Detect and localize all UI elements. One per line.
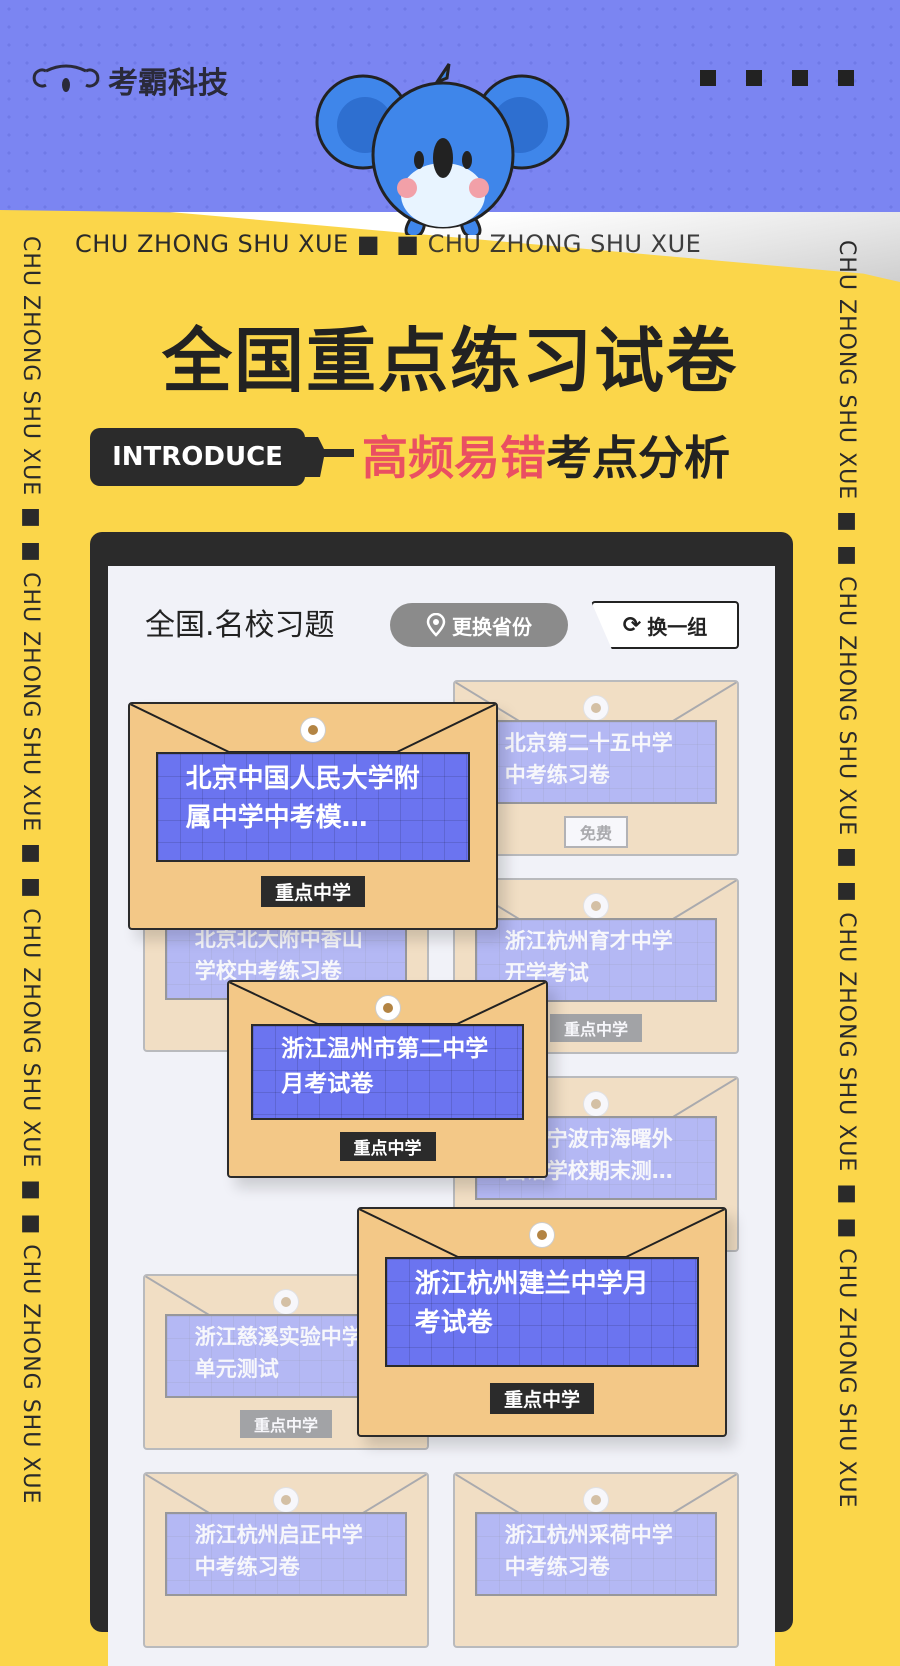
menu-dots[interactable] bbox=[700, 70, 854, 86]
card-title: 浙江杭州育才中学开学考试 bbox=[474, 918, 718, 1002]
exam-card-featured[interactable]: 北京中国人民大学附属中学中考模… 重点中学 bbox=[128, 702, 498, 930]
koala-logo-icon bbox=[32, 64, 100, 92]
refresh-icon: ⟳ bbox=[622, 612, 642, 638]
card-tag: 重点中学 bbox=[239, 1410, 333, 1438]
exam-card-featured[interactable]: 浙江杭州建兰中学月考试卷 重点中学 bbox=[357, 1207, 727, 1437]
card-title: 浙江杭州建兰中学月考试卷 bbox=[384, 1257, 700, 1367]
change-province-button[interactable]: 更换省份 bbox=[390, 603, 568, 647]
exam-card[interactable]: 北京第二十五中学中考练习卷 免费 bbox=[453, 680, 739, 856]
panel-title: 全国.名校习题 bbox=[145, 600, 339, 646]
change-province-label: 更换省份 bbox=[452, 614, 532, 639]
refresh-button[interactable]: ⟳ 换一组 bbox=[591, 601, 739, 649]
exam-card-featured[interactable]: 浙江温州市第二中学月考试卷 重点中学 bbox=[227, 980, 548, 1178]
brand-logo: 考霸科技 bbox=[30, 58, 228, 102]
card-tag: 重点中学 bbox=[489, 1383, 595, 1414]
card-title: 浙江杭州采荷中学中考练习卷 bbox=[474, 1512, 718, 1596]
card-title: 浙江慈溪实验中学单元测试 bbox=[164, 1314, 408, 1398]
subtitle: 高频易错考点分析 bbox=[362, 431, 730, 485]
brand-name: 考霸科技 bbox=[108, 66, 228, 101]
right-vertical-text: CHU ZHONG SHU XUE ■ ■ CHU ZHONG SHU XUE … bbox=[834, 240, 859, 1509]
page-title: 全国重点练习试卷 bbox=[162, 320, 738, 402]
refresh-label: 换一组 bbox=[647, 614, 708, 639]
introduce-badge: INTRODUCE bbox=[90, 428, 305, 486]
left-vertical-text: CHU ZHONG SHU XUE ■ ■ CHU ZHONG SHU XUE … bbox=[18, 236, 43, 1505]
pointing-hand-icon bbox=[296, 437, 354, 477]
exam-panel: 全国.名校习题 更换省份 ⟳ 换一组 北京第二十五中学中考练习卷 免费 北京北大… bbox=[108, 566, 775, 1666]
card-title: 北京第二十五中学中考练习卷 bbox=[474, 720, 718, 804]
card-title: 北京中国人民大学附属中学中考模… bbox=[155, 752, 471, 862]
koala-mascot-icon bbox=[315, 63, 570, 235]
card-tag: 免费 bbox=[563, 816, 629, 848]
exam-card[interactable]: 浙江杭州采荷中学中考练习卷 bbox=[453, 1472, 739, 1648]
band-text: CHU ZHONG SHU XUE ■ ■ CHU ZHONG SHU XUE bbox=[75, 230, 702, 258]
card-title: 浙江杭州启正中学中考练习卷 bbox=[164, 1512, 408, 1596]
card-title: 浙江温州市第二中学月考试卷 bbox=[251, 1024, 524, 1120]
card-tag: 重点中学 bbox=[339, 1132, 436, 1161]
location-pin-icon bbox=[426, 613, 446, 637]
card-tag: 重点中学 bbox=[549, 1014, 643, 1042]
exam-card[interactable]: 浙江杭州启正中学中考练习卷 bbox=[143, 1472, 429, 1648]
card-tag: 重点中学 bbox=[260, 876, 366, 907]
